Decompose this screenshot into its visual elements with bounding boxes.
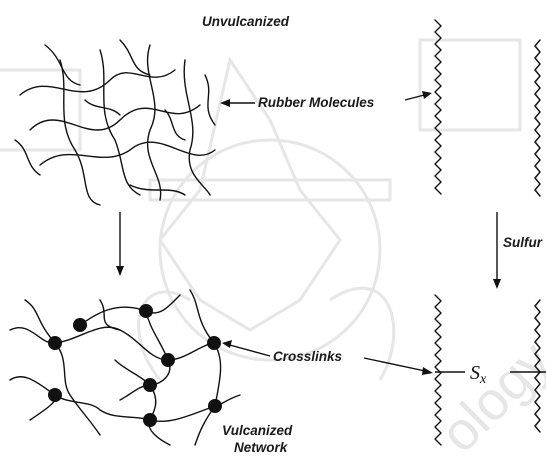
sx-symbol: Sx [470,362,487,387]
crosslink-node [48,388,62,402]
crosslink-node [208,399,222,413]
crosslinks-label: Crosslinks [273,349,343,364]
vulcanized-label-line1: Vulcanized [222,423,293,438]
right-molecules-bottom [434,294,546,446]
unvulcanized-label: Unvulcanized [202,14,290,29]
crosslink-node [207,336,221,350]
vulcanized-network [9,289,241,446]
vulcanized-label-line2: Network [234,440,289,455]
crosslinks-arrows [222,340,433,375]
right-molecules-top [434,19,541,197]
watermark-text: ology [429,330,546,457]
rubber-molecules-arrows [220,91,432,107]
crosslink-node [139,304,153,318]
crosslink-node [73,318,87,332]
crosslink-node [161,353,175,367]
crosslink-node [48,336,62,350]
rubber-molecules-label: Rubber Molecules [258,95,375,110]
sx-subscript: x [479,372,487,387]
down-arrow-left [116,212,124,276]
unvulcanized-tangle [14,39,216,206]
sulfur-label: Sulfur [503,235,543,250]
sx-symbol-letter: S [470,362,480,384]
crosslink-node [143,413,157,427]
down-arrow-right [493,212,501,289]
watermark-seal [0,38,522,381]
crosslink-node [143,378,157,392]
